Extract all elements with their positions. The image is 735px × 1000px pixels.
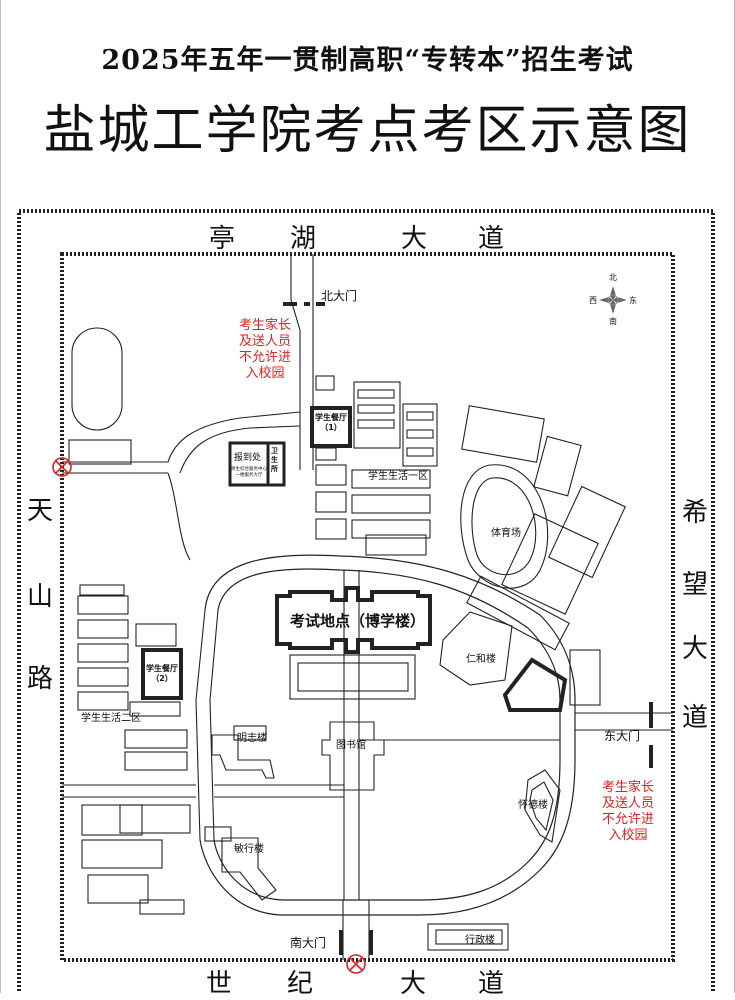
minxing-building-label: 敏行楼	[234, 844, 264, 855]
canteen1-label-line1: 学生餐厅	[315, 413, 347, 422]
canteen1-box	[310, 406, 352, 448]
canteen2-label-line1: 学生餐厅	[146, 664, 178, 673]
compass-south: 南	[609, 317, 617, 326]
dorm-zone1-label: 学生生活一区	[368, 471, 428, 482]
compass-icon	[599, 286, 627, 314]
exam-site-label: 考试地点（博学楼）	[290, 612, 426, 630]
east-notice-line2: 及送人员	[601, 796, 654, 811]
road-south-char-3: 大	[400, 969, 427, 999]
clinic-label-char2: 生	[271, 456, 278, 464]
south-gate-closed-icon	[346, 954, 366, 974]
east-notice-line1: 考生家长	[601, 780, 654, 795]
library-label: 图书馆	[336, 740, 366, 751]
north-notice-line1: 考生家长	[238, 318, 291, 333]
canteen2-label-line2: （2）	[151, 674, 173, 683]
road-west-char-3: 路	[27, 664, 54, 694]
compass-west: 西	[589, 296, 597, 305]
north-notice-line2: 及送人员	[238, 334, 291, 349]
road-north-char-4: 道	[478, 224, 505, 254]
north-road-left	[290, 254, 301, 470]
stadium-track	[460, 464, 549, 589]
road-south-char-1: 世	[206, 969, 233, 999]
clinic-box	[266, 441, 286, 487]
road-south-char-4: 道	[478, 969, 505, 999]
map-title-line2: 盐城工学院考点考区示意图	[43, 101, 692, 161]
east-notice-line4: 入校园	[608, 828, 648, 843]
registration-sublabel-line1: 师生综合服务中心	[231, 467, 267, 472]
renhe-building-label: 仁和楼	[466, 654, 496, 665]
east-notice-line3: 不允许进	[601, 812, 654, 827]
compass-north: 北	[609, 273, 617, 282]
road-east-char-2: 望	[682, 570, 709, 600]
road-north-char-1: 亭	[209, 224, 236, 254]
road-east-char-3: 大	[682, 634, 709, 664]
east-notice: 考生家长 及送人员 不允许进 入校园	[593, 780, 663, 844]
registration-label: 报到处	[234, 453, 262, 463]
road-west-char-1: 天	[27, 496, 54, 526]
clinic-label-char3: 所	[271, 465, 278, 473]
west-gate-closed-icon	[52, 457, 72, 477]
stadium-label: 体育场	[491, 528, 521, 539]
north-notice: 考生家长 及送人员 不允许进 入校园	[230, 318, 300, 382]
map-title-line1: 2025年五年一贯制高职“专转本”招生考试	[101, 45, 634, 76]
road-north-char-2: 湖	[290, 224, 317, 254]
clinic-label-char1: 卫	[271, 447, 278, 455]
canteen1-label: 学生餐厅 （1）	[313, 413, 349, 433]
road-east-char-1: 希	[682, 498, 709, 528]
registration-sublabel-line2: 一楼服务大厅	[235, 473, 263, 478]
north-notice-line4: 入校园	[245, 366, 285, 381]
registration-sublabel: 师生综合服务中心 一楼服务大厅	[231, 467, 267, 479]
north-notice-line3: 不允许进	[238, 350, 291, 365]
compass-east: 东	[629, 296, 637, 305]
mingzhi-building-label: 明志楼	[237, 733, 267, 744]
north-gate-label: 北大门	[321, 289, 358, 303]
campus-wall	[60, 252, 675, 962]
canteen1-label-line2: （1）	[320, 423, 342, 432]
canteen2-box	[141, 648, 183, 700]
admin-building-label: 行政楼	[465, 935, 495, 946]
south-gate-label: 南大门	[290, 936, 327, 950]
dorm-zone2-label: 学生生活二区	[81, 713, 141, 724]
exam-building	[275, 586, 432, 654]
canteen2-label: 学生餐厅 （2）	[144, 664, 180, 684]
clinic-label: 卫 生 所	[271, 447, 278, 474]
east-gate-label: 东大门	[604, 729, 641, 743]
nw-field	[71, 327, 123, 431]
huaide-building-label: 怀德楼	[518, 800, 548, 811]
page-left-border	[0, 0, 1, 993]
road-south-char-2: 纪	[287, 969, 314, 999]
road-east-char-4: 道	[682, 703, 709, 733]
road-west-char-2: 山	[27, 582, 54, 612]
outer-road-boundary	[17, 209, 715, 993]
road-north-char-3: 大	[401, 224, 428, 254]
